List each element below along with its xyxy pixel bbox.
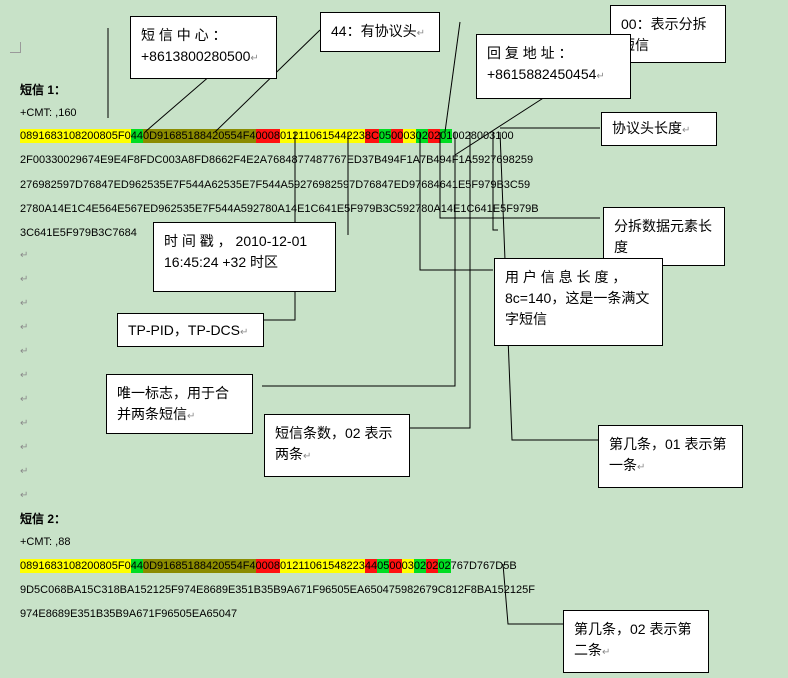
pdu-segment: 05 (378, 129, 392, 143)
callout-unique-id: 唯一标志，用于合并两条短信↵ (106, 374, 253, 434)
callout-sequence-first: 第几条，01 表示第一条↵ (598, 425, 743, 488)
pdu-segment: 8C (364, 129, 379, 143)
pdu-segment: 00 (389, 559, 402, 573)
msg1-title: 短信 1： (20, 83, 67, 97)
pdu-segment: 02 (426, 559, 439, 573)
pdu-segment: 02 (438, 559, 451, 573)
pdu-segment: 0891683108200805F0 (20, 559, 131, 573)
paragraph-mark: ↵ (20, 322, 29, 333)
callout-udh-length: 协议头长度↵ (601, 112, 717, 146)
msg1-pdu-line-3: 276982597D76847ED962535E7F544A62535E7F54… (20, 179, 531, 191)
callout-sequence-second: 第几条，02 表示第二条↵ (563, 610, 709, 673)
pdu-segment: 03 (401, 559, 414, 573)
msg2-pdu-line-3: 974E8689E351B35B9A671F96505EA65047 (20, 608, 238, 620)
pdu-segment: 01211061544223 (280, 129, 365, 143)
paragraph-mark: ↵ (20, 298, 29, 309)
pdu-segment: 0891683108200805F0 (20, 129, 131, 143)
pdu-segment: 44 (130, 559, 143, 573)
pdu-segment: 01 (440, 129, 453, 143)
callout-protocol-head: 44：有协议头↵ (320, 12, 440, 52)
page-corner-mark (10, 42, 21, 53)
pdu-segment: 0D91685188420554F4 (142, 559, 256, 573)
paragraph-mark: ↵ (20, 418, 29, 429)
msg1-pdu-line-1: 0891683108200805F0440D91685188420554F400… (20, 129, 514, 143)
pdu-segment: 02 (413, 559, 427, 573)
pdu-segment: 44 (364, 559, 378, 573)
msg2-pdu-line-2: 9D5C068BA15C318BA152125F974E8689E351B35B… (20, 584, 535, 596)
callout-pid-dcs: TP-PID，TP-DCS↵ (117, 313, 264, 347)
callout-smsc: 短 信 中 心 ：+8613800280500↵ (130, 16, 277, 79)
pdu-segment: 0028003100 (452, 130, 514, 142)
msg1-pdu-line-4: 2780A14E1C4E564E567ED962535E7F544A592780… (20, 203, 539, 215)
pdu-segment: 00 (391, 129, 404, 143)
pdu-segment: 02 (427, 129, 441, 143)
paragraph-mark: ↵ (20, 346, 29, 357)
callout-reply-address: 回 复 地 址 ：+8615882450454↵ (476, 34, 631, 99)
pdu-segment: 02 (415, 129, 428, 143)
pdu-segment: 03 (403, 129, 416, 143)
msg1-cmt: +CMT: ,160 (20, 107, 77, 119)
pdu-segment: 05 (377, 559, 390, 573)
pdu-segment: 0008 (255, 129, 281, 143)
pdu-segment: 0D91685188420554F4 (142, 129, 256, 143)
pdu-segment: 0008 (255, 559, 281, 573)
msg2-cmt: +CMT: ,88 (20, 536, 71, 548)
pdu-segment: 767D767D5B (450, 560, 517, 572)
paragraph-mark: ↵ (20, 370, 29, 381)
msg1-pdu-line-2: 2F00330029674E9E4F8FDC003A8FD8662F4E2A76… (20, 154, 534, 166)
paragraph-mark: ↵ (20, 394, 29, 405)
paragraph-mark: ↵ (20, 274, 29, 285)
msg1-pdu-line-5: 3C641E5F979B3C7684 (20, 227, 137, 239)
callout-timestamp: 时 间 戳 ， 2010-12-01 16:45:24 +32 时区 (153, 222, 336, 292)
msg2-title: 短信 2： (20, 512, 67, 526)
pdu-segment: 01211061548223 (280, 559, 365, 573)
paragraph-mark: ↵ (20, 250, 29, 261)
paragraph-mark: ↵ (20, 466, 29, 477)
msg2-pdu-line-1: 0891683108200805F0440D91685188420554F400… (20, 559, 517, 573)
callout-split-element-length: 分拆数据元素长度 (603, 207, 725, 266)
pdu-segment: 44 (130, 129, 143, 143)
paragraph-mark: ↵ (20, 442, 29, 453)
callout-message-count: 短信条数，02 表示两条↵ (264, 414, 410, 477)
paragraph-mark: ↵ (20, 490, 29, 501)
callout-user-data-length: 用 户 信 息 长 度 ，8c=140，这是一条满文字短信 (494, 258, 663, 346)
